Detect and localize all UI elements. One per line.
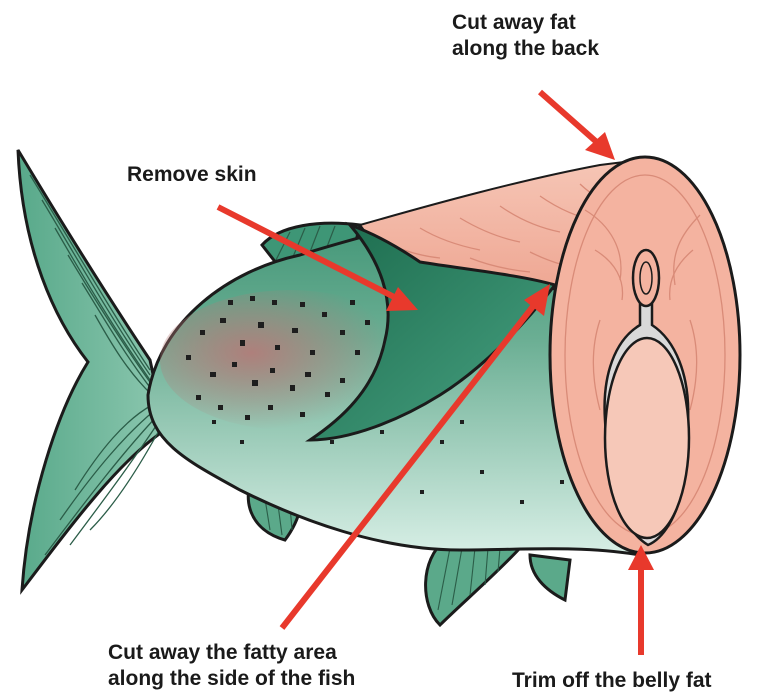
- label-belly-fat: Trim off the belly fat: [512, 668, 712, 694]
- cross-section: [550, 157, 740, 553]
- label-side-fat-line-2: along the side of the fish: [108, 666, 355, 692]
- arrow-back-fat: [540, 92, 615, 160]
- rear-fin: [530, 555, 570, 600]
- label-back-fat: Cut away fat along the back: [452, 10, 599, 62]
- label-side-fat: Cut away the fatty area along the side o…: [108, 640, 355, 692]
- anal-fin: [426, 540, 520, 625]
- label-back-fat-line-1: Cut away fat: [452, 10, 599, 36]
- label-belly-fat-line-1: Trim off the belly fat: [512, 668, 712, 694]
- label-skin: Remove skin: [127, 162, 257, 188]
- tail-fin: [18, 150, 165, 590]
- label-back-fat-line-2: along the back: [452, 36, 599, 62]
- label-side-fat-line-1: Cut away the fatty area: [108, 640, 355, 666]
- label-skin-line-1: Remove skin: [127, 162, 257, 188]
- arrow-belly-fat: [628, 545, 654, 655]
